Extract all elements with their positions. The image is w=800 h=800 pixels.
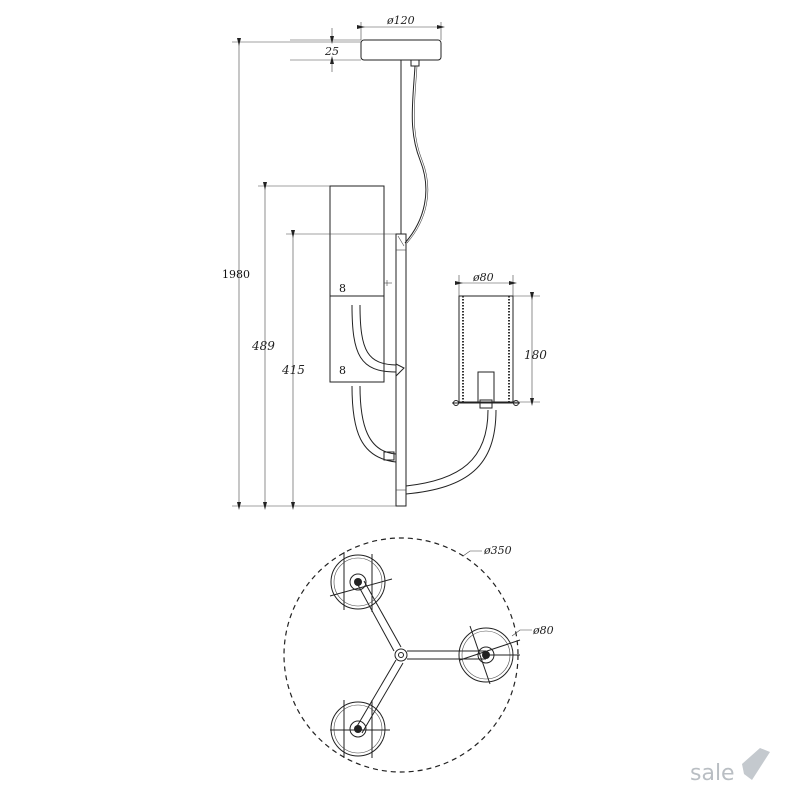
lamp-holder: [477, 371, 495, 403]
back-arm-lower: [351, 385, 397, 463]
shade-diameter-side-label: ø80: [472, 271, 494, 284]
watermark-text: sale: [690, 761, 735, 786]
side-view: ø120 25 8 8: [222, 14, 547, 510]
shade-top-1: [329, 552, 393, 612]
cylinder-shade: [458, 295, 514, 403]
mark-upper: 8: [339, 282, 346, 295]
shade-height-label: 180: [524, 348, 547, 362]
shade-diameter-top-label: ø80: [532, 624, 554, 637]
canopy-height-label: 25: [324, 45, 339, 58]
power-cable: [404, 65, 427, 244]
watermark: sale: [690, 748, 770, 786]
inner-height-label: 415: [281, 363, 305, 377]
total-height-label: 1980: [222, 268, 250, 281]
shade-top-3: [330, 700, 390, 758]
back-shade-lower: [329, 295, 385, 383]
back-arm-upper: [351, 304, 397, 373]
mark-lower: 8: [339, 364, 346, 377]
top-view: ø350 ø80: [283, 537, 554, 773]
shade-top-2: [458, 625, 521, 685]
spread-diameter-label: ø350: [483, 544, 512, 557]
canopy: [360, 39, 442, 61]
body-height-label: 489: [251, 339, 275, 353]
canopy-diameter-label: ø120: [386, 14, 415, 27]
watermark-logo-icon: [742, 748, 770, 780]
central-stem: [395, 233, 407, 507]
right-arm: [405, 409, 489, 487]
central-hub: [394, 648, 408, 662]
back-shade-upper: [329, 185, 385, 297]
